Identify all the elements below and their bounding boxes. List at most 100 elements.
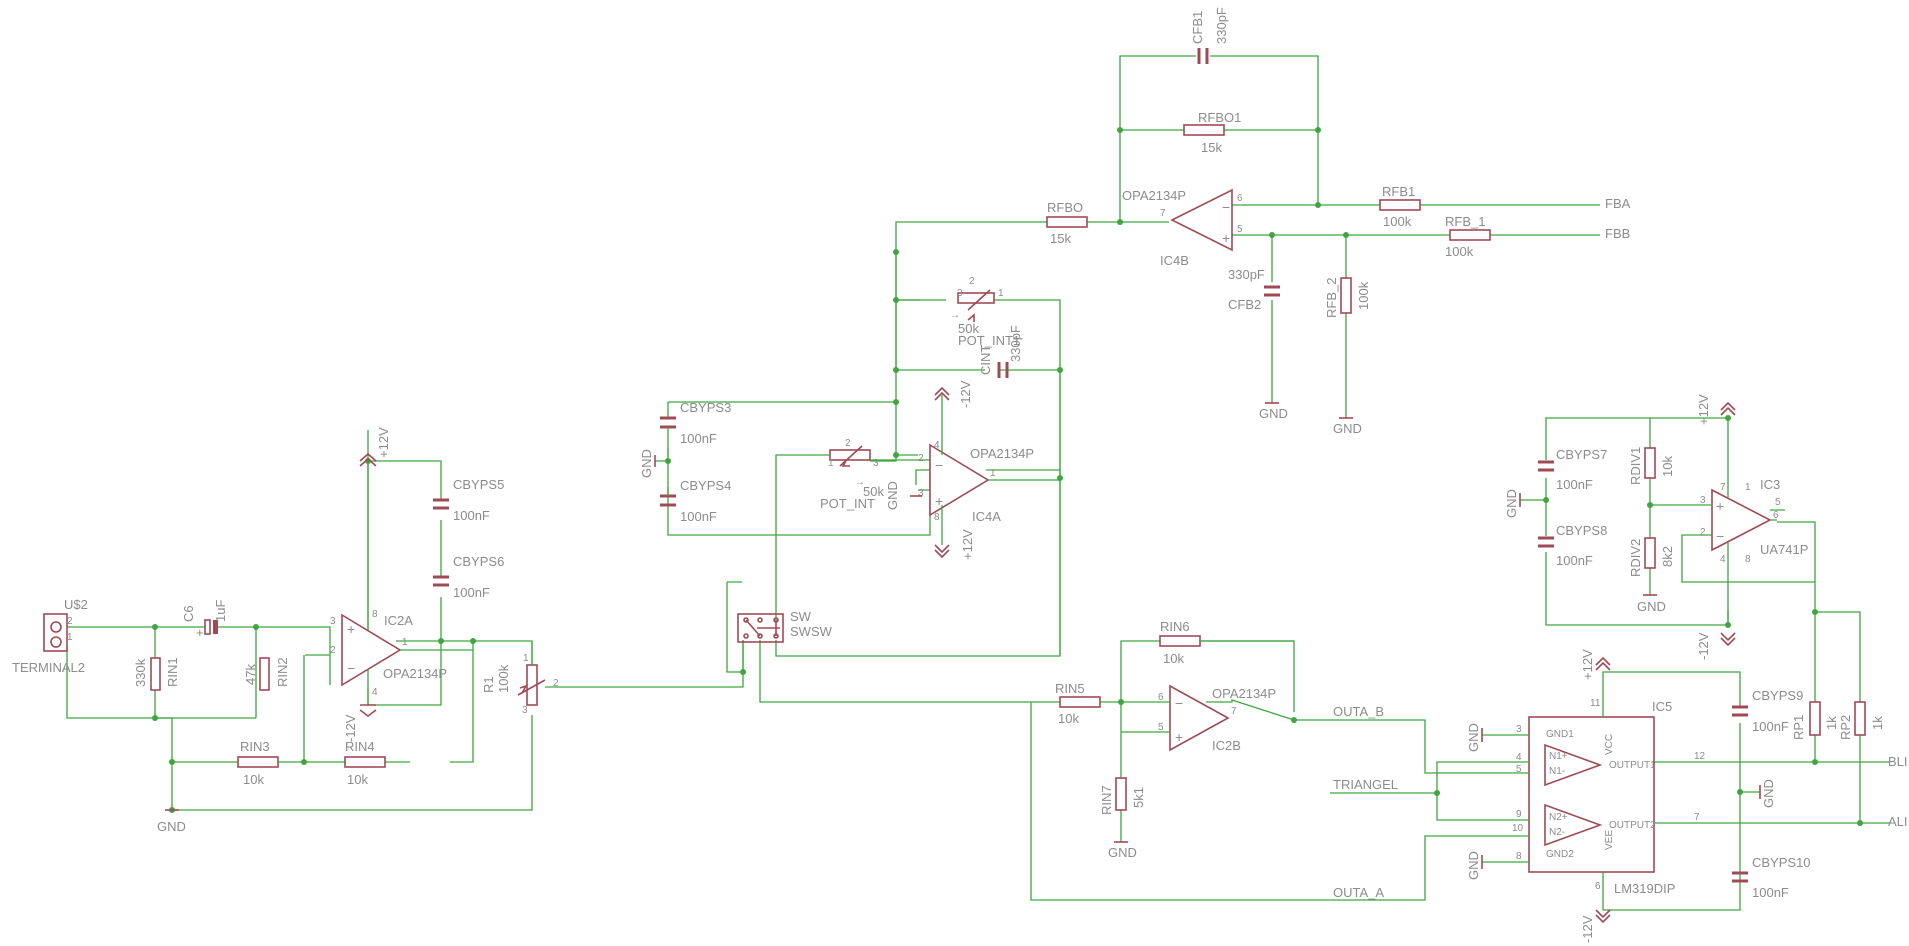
label-rin4v: 10k (347, 772, 368, 787)
svg-text:→: → (950, 310, 960, 321)
rfbo-resistor: RFBO 15k (1046, 200, 1088, 246)
label-ic5-gnd1: GND1 (1546, 729, 1574, 740)
label-potint1v: 50k (958, 321, 979, 336)
label-ic2ap: OPA2134P (383, 666, 447, 681)
label-rin4: RIN4 (345, 739, 375, 754)
ic4a-opamp: − + OPA2134P IC4A 2 3 1 4 8 -12V +12V GN… (885, 380, 1060, 560)
label-ic5-p9: 9 (1516, 809, 1522, 820)
gnd-symbol-cbyps78: GND (1504, 489, 1521, 518)
rp2-resistor: RP2 1k (1838, 701, 1885, 740)
label-cbyps10: CBYPS10 (1752, 855, 1811, 870)
gnd-symbol-cbyps34: GND (639, 449, 656, 478)
cbyps8-capacitor: CBYPS8 100nF (1538, 523, 1607, 568)
label-ic5-p12: 12 (1694, 751, 1706, 762)
label-rfbo1v: 15k (1201, 140, 1222, 155)
label-bli: BLI (1888, 754, 1908, 769)
label-ic5-p4: 4 (1516, 752, 1522, 763)
label-gnd-ic5b: GND (1466, 851, 1481, 880)
label-cbyps6v: 100nF (453, 585, 490, 600)
label-rin1v: 330k (133, 658, 148, 687)
label-ic4a: IC4A (972, 509, 1001, 524)
label-pi1-p2: 2 (969, 276, 975, 287)
label-rfb-2v: 100k (1356, 281, 1371, 310)
label-ic3-p8: 8 (1745, 554, 1751, 565)
label-rin2v: 47k (243, 664, 258, 685)
label-rin5v: 10k (1058, 711, 1079, 726)
cbyps7-capacitor: CBYPS7 100nF (1538, 447, 1607, 492)
label-rdiv2: RDIV2 (1628, 539, 1643, 577)
label-ic5-n1p: N1+ (1549, 751, 1568, 762)
label-cfb1v: 330pF (1214, 7, 1229, 44)
label-ic2a-p1: 1 (402, 637, 408, 648)
label-ic5-p5: 5 (1516, 764, 1522, 775)
label-ic4a-p2: 2 (918, 453, 924, 464)
terminal2: U$2 TERMINAL2 2 1 (12, 597, 88, 675)
label-rp1v: 1k (1824, 716, 1839, 730)
label-fbb: FBB (1605, 226, 1630, 241)
label-ali: ALI (1888, 814, 1908, 829)
label-rin7: RIN7 (1099, 785, 1114, 815)
label-m12-ic4: -12V (958, 380, 973, 408)
label-gnd-rfb2: GND (1333, 421, 1362, 436)
label-ic2b-p5: 5 (1158, 722, 1164, 733)
label-ic2b-p6: 6 (1158, 692, 1164, 703)
rin4-resistor: RIN4 10k (344, 739, 386, 787)
label-ic4a-p3: 3 (918, 488, 924, 499)
label-ic5p: LM319DIP (1614, 881, 1675, 896)
svg-text:+: + (1175, 729, 1183, 745)
label-gnd-rin7: GND (1108, 845, 1137, 860)
svg-text:−: − (1222, 199, 1230, 215)
label-ic5-out2: OUTPUT2 (1609, 820, 1656, 831)
label-rin2: RIN2 (275, 657, 290, 687)
cbyps10-capacitor: CBYPS10 100nF (1732, 855, 1811, 900)
label-ic4b: IC4B (1160, 253, 1189, 268)
label-cbyps5: CBYPS5 (453, 477, 504, 492)
cfb1-capacitor: CFB1 330pF (1190, 7, 1229, 64)
label-t2: 2 (67, 616, 73, 627)
svg-text:→: → (855, 477, 865, 488)
rin6-resistor: RIN6 10k (1159, 619, 1201, 666)
cint-capacitor: CINT 330pF (978, 325, 1023, 378)
label-ic5-p6: 6 (1595, 881, 1601, 892)
label-ic2a-p2: 2 (330, 645, 336, 656)
rfbo1-resistor: RFBO1 15k (1183, 110, 1241, 155)
svg-text:+: + (196, 625, 204, 640)
label-p12-ic2: +12V (376, 427, 391, 458)
label-rfb1v: 100k (1383, 214, 1412, 229)
label-gnd-cb78: GND (1504, 489, 1519, 518)
label-pi-p1: 1 (828, 458, 834, 469)
label-rin7v: 5k1 (1131, 787, 1146, 808)
label-rfb1: RFB1 (1382, 184, 1415, 199)
label-t1: 1 (67, 632, 73, 643)
label-ic2a: IC2A (384, 613, 413, 628)
label-rin6: RIN6 (1160, 619, 1190, 634)
label-ic4ap: OPA2134P (970, 446, 1034, 461)
label-rfbov: 15k (1050, 231, 1071, 246)
cbyps5-capacitor: CBYPS5 100nF (433, 477, 504, 523)
label-cbyps7: CBYPS7 (1556, 447, 1607, 462)
label-ic3-p5: 5 (1775, 497, 1781, 508)
label-ic4a-p4: 4 (934, 440, 940, 451)
label-cbyps6: CBYPS6 (453, 554, 504, 569)
label-cbyps7v: 100nF (1556, 477, 1593, 492)
label-ic5-vee: VEE (1604, 830, 1615, 850)
r1-potentiometer: R1 100k 1 2 3 (481, 641, 559, 716)
label-rin3v: 10k (243, 772, 264, 787)
label-r1-p2: 2 (553, 678, 559, 689)
label-rin3: RIN3 (240, 739, 270, 754)
rdiv1-resistor: RDIV1 10k (1628, 447, 1675, 485)
label-cfb2: CFB2 (1228, 297, 1261, 312)
label-r1-p1: 1 (523, 653, 529, 664)
label-ic5-n2p: N2+ (1549, 812, 1568, 823)
label-ic3-p6: 6 (1773, 510, 1779, 521)
ic3-opamp: + − IC3 UA741P 3 2 6 7 4 5 1 8 +12V -12V (1693, 394, 1808, 660)
cbyps3-capacitor: CBYPS3 100nF (660, 400, 731, 446)
gnd-symbol-input: GND (157, 809, 186, 834)
label-ic2b-p7: 7 (1231, 706, 1237, 717)
label-us2: U$2 (64, 597, 88, 612)
ic2a-opamp: + − IC2A OPA2134P 3 2 1 8 4 +12V -12V (330, 427, 473, 742)
label-ic5-gnd2: GND2 (1546, 849, 1574, 860)
label-m12-ic5: -12V (1580, 915, 1595, 943)
label-ic4a-p8: 8 (934, 512, 940, 523)
